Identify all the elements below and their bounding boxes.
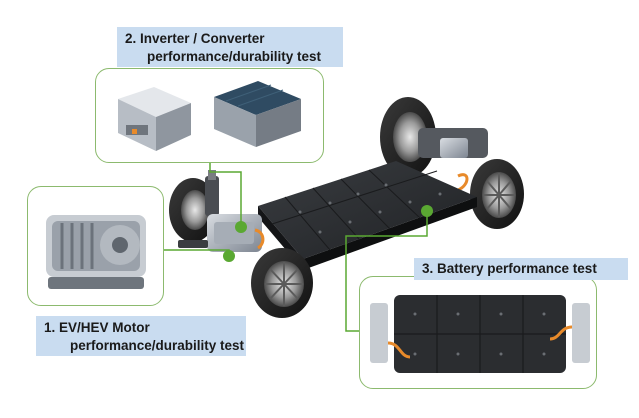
marker-battery — [421, 205, 433, 217]
label-inverter-converter-test: 2. Inverter / Converter performance/dura… — [117, 27, 343, 67]
battery-image — [370, 295, 590, 373]
marker-motor — [223, 250, 235, 262]
callout-battery — [359, 276, 597, 389]
label-inverter-line1: 2. Inverter / Converter — [125, 31, 265, 46]
label-battery-line1: 3. Battery performance test — [422, 261, 597, 276]
wheel-front-left — [251, 248, 313, 318]
inverter-icon — [118, 87, 191, 151]
rear-drive-unit — [418, 128, 488, 192]
motor-image — [46, 215, 146, 289]
converter-icon — [214, 81, 301, 147]
label-motor-line2: performance/durability test — [70, 338, 245, 353]
electric-motor-icon — [46, 215, 146, 289]
callout-motor — [27, 186, 164, 306]
inverter-converter-image — [118, 81, 301, 151]
label-battery-test: 3. Battery performance test — [414, 258, 628, 280]
marker-inverter — [235, 221, 247, 233]
wheel-rear-left — [470, 159, 524, 229]
battery-pack-icon — [370, 295, 590, 373]
label-motor-line1: 1. EV/HEV Motor — [44, 320, 150, 335]
label-inverter-line2: performance/durability test — [147, 49, 322, 64]
callout-inverter-converter — [95, 68, 324, 163]
label-motor-test: 1. EV/HEV Motor performance/durability t… — [36, 316, 246, 356]
